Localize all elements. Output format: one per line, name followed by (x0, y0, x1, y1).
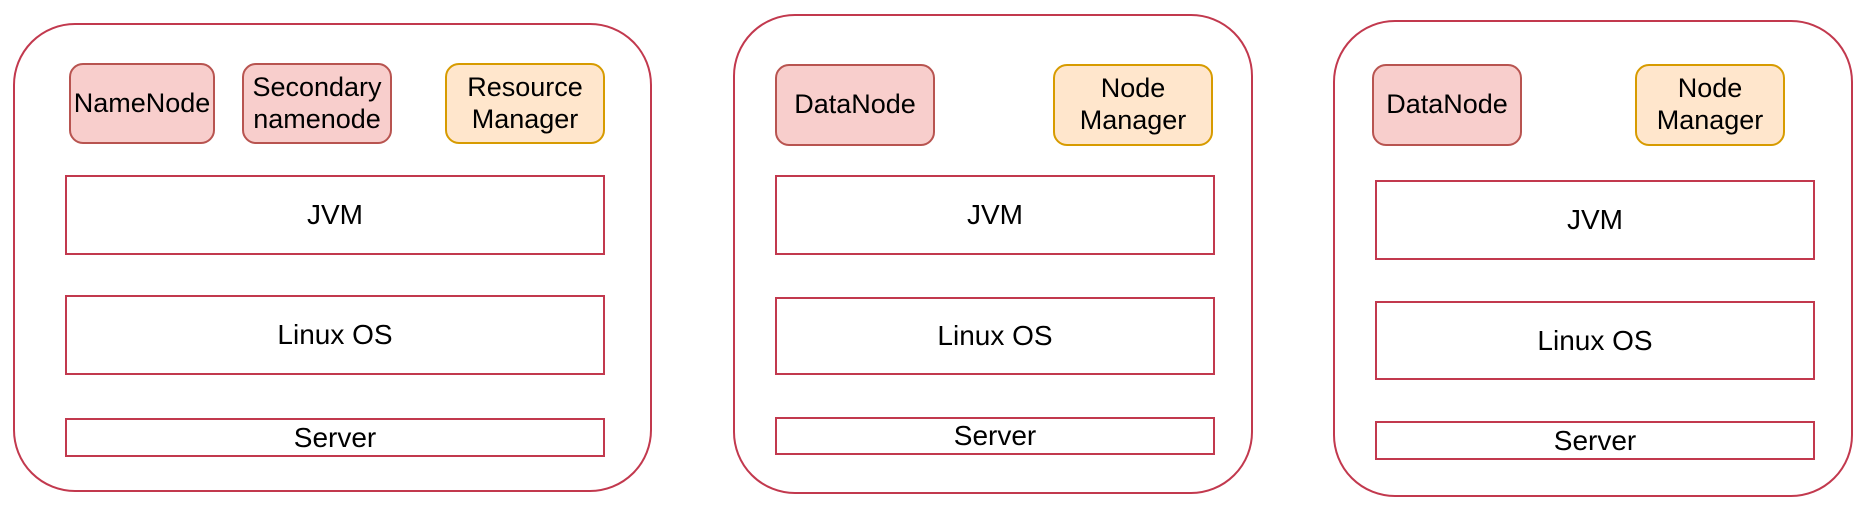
datanode-badge: DataNode (775, 64, 935, 146)
server-layer: Server (1375, 421, 1815, 460)
node-manager-badge: Node Manager (1635, 64, 1785, 146)
linux-os-layer: Linux OS (775, 297, 1215, 375)
server-layer: Server (65, 418, 605, 457)
secondary-namenode-badge: Secondary namenode (242, 63, 392, 144)
datanode-badge: DataNode (1372, 64, 1522, 146)
worker-node-2-panel: DataNode Node Manager JVM Linux OS Serve… (1333, 20, 1853, 497)
resource-manager-badge: Resource Manager (445, 63, 605, 144)
linux-os-layer: Linux OS (65, 295, 605, 375)
worker-node-1-panel: DataNode Node Manager JVM Linux OS Serve… (733, 14, 1253, 494)
server-layer: Server (775, 417, 1215, 455)
master-node-panel: NameNode Secondary namenode Resource Man… (13, 23, 652, 492)
namenode-badge: NameNode (69, 63, 215, 144)
node-manager-badge: Node Manager (1053, 64, 1213, 146)
jvm-layer: JVM (1375, 180, 1815, 260)
jvm-layer: JVM (775, 175, 1215, 255)
jvm-layer: JVM (65, 175, 605, 255)
linux-os-layer: Linux OS (1375, 301, 1815, 380)
